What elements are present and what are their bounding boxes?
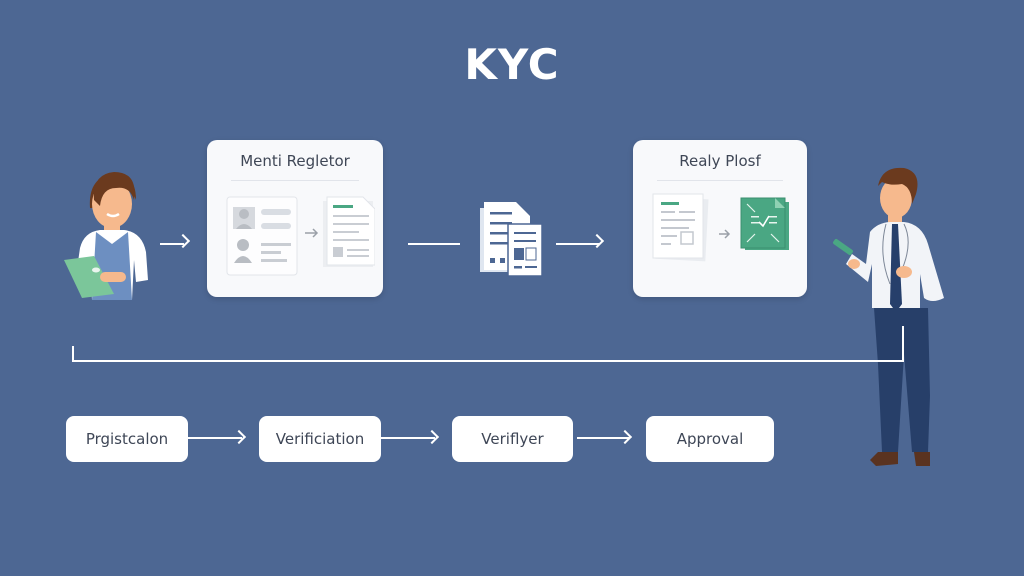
card-title: Menti Regletor bbox=[240, 152, 350, 170]
connector-line bbox=[72, 346, 74, 362]
form-document-icon bbox=[323, 196, 375, 267]
page-title: KYC bbox=[464, 40, 560, 89]
verified-document-icon bbox=[740, 197, 789, 250]
card-registration: Menti Regletor bbox=[207, 140, 383, 297]
arrow-head-icon bbox=[175, 233, 191, 249]
flow-line bbox=[188, 437, 242, 439]
id-card-icon bbox=[226, 196, 375, 276]
arrow-head-icon bbox=[424, 429, 440, 445]
flow-line bbox=[160, 243, 184, 245]
step-approval: Approval bbox=[646, 416, 774, 462]
divider bbox=[657, 180, 783, 181]
connector-line bbox=[902, 326, 904, 362]
step-verifier: Veriflyer bbox=[452, 416, 573, 462]
person-with-clipboard-icon bbox=[64, 172, 148, 300]
flow-line bbox=[408, 243, 460, 245]
document-stack-icon bbox=[480, 202, 543, 277]
connector-line bbox=[72, 360, 904, 362]
arrow-head-icon bbox=[231, 429, 247, 445]
paper-stack-icon bbox=[652, 193, 789, 262]
card-proof: Realy Plosf bbox=[633, 140, 807, 297]
step-registration: Prgistcalon bbox=[66, 416, 188, 462]
arrow-head-icon bbox=[617, 429, 633, 445]
divider bbox=[231, 180, 359, 181]
step-verification: Verificiation bbox=[259, 416, 381, 462]
flow-line bbox=[577, 437, 629, 439]
flow-line bbox=[556, 243, 600, 245]
arrow-head-icon bbox=[589, 233, 605, 249]
flow-line bbox=[381, 437, 435, 439]
card-title: Realy Plosf bbox=[679, 152, 761, 170]
businessman-icon bbox=[833, 167, 944, 466]
